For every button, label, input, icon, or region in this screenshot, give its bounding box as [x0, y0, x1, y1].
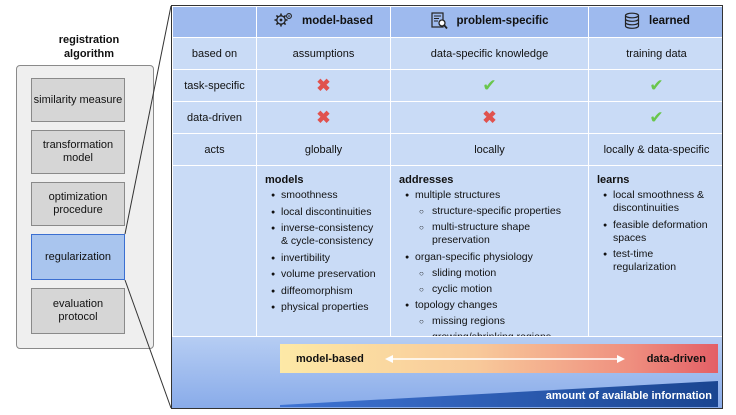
sub-list-item: cyclic motion — [419, 283, 580, 296]
information-wedge — [280, 381, 718, 407]
list-item-label: topology changes — [415, 299, 498, 311]
regularization-box: regularization — [31, 234, 125, 280]
header-corner — [172, 6, 257, 38]
sub-list-item: sliding motion — [419, 267, 580, 280]
row-label: task-specific — [172, 69, 257, 102]
comparison-table-frame: model-based problem-specific — [171, 5, 723, 409]
list-item: smoothness — [271, 189, 382, 202]
row-task-specific: task-specific ✖ ✔ ✔ — [172, 69, 722, 102]
header-problem-specific: problem-specific — [390, 6, 589, 38]
list-item-label: organ-specific physiology — [415, 250, 533, 263]
cross-icon: ✖ — [482, 108, 497, 127]
cell-text: data-specific knowledge — [390, 37, 589, 70]
row-label: data-driven — [172, 101, 257, 134]
sub-list-item: missing regions — [419, 315, 580, 328]
header-learned: learned — [588, 6, 722, 38]
header-problem-specific-label: problem-specific — [456, 14, 549, 27]
cell-text: training data — [588, 37, 722, 70]
similarity-measure-box: similarity measure — [31, 78, 125, 122]
list-item: physical properties — [271, 301, 382, 314]
transformation-model-box: transformation model — [31, 130, 125, 174]
list-item: diffeomorphism — [271, 285, 382, 298]
cell-text: globally — [256, 133, 391, 166]
database-icon — [624, 12, 640, 29]
cell-text: assumptions — [256, 37, 391, 70]
details-heading: models — [265, 174, 304, 186]
spectrum-left-label: model-based — [296, 352, 364, 365]
cross-icon: ✖ — [316, 76, 331, 95]
details-list: multiple structures structure-specific p… — [399, 189, 580, 344]
list-item: local smoothness & discontinuities — [603, 189, 716, 215]
header-model-based: model-based — [256, 6, 391, 38]
details-learned: learns local smoothness & discontinuitie… — [588, 165, 722, 349]
sub-list: sliding motion cyclic motion — [415, 267, 580, 296]
details-model-based: models smoothness local discontinuities … — [256, 165, 391, 349]
cell-mark: ✖ — [256, 101, 391, 134]
row-details: models smoothness local discontinuities … — [172, 165, 722, 349]
check-icon: ✔ — [482, 76, 497, 95]
cell-mark: ✖ — [256, 69, 391, 102]
list-item: volume preservation — [271, 268, 382, 281]
cell-mark: ✖ — [390, 101, 589, 134]
evaluation-protocol-box: evaluation protocol — [31, 288, 125, 334]
double-arrow-icon — [385, 354, 626, 363]
header-learned-label: learned — [649, 14, 690, 27]
cell-mark: ✔ — [588, 69, 722, 102]
cell-mark: ✔ — [390, 69, 589, 102]
cross-icon: ✖ — [316, 108, 331, 127]
registration-algorithm-title: registration algorithm — [58, 34, 120, 60]
optimization-procedure-box: optimization procedure — [31, 182, 125, 226]
sub-list: structure-specific properties multi-stru… — [415, 205, 580, 247]
details-list: local smoothness & discontinuities feasi… — [597, 189, 716, 274]
list-item-label: multiple structures — [415, 189, 501, 201]
details-list: smoothness local discontinuities inverse… — [265, 189, 382, 314]
row-based-on: based on assumptions data-specific knowl… — [172, 37, 722, 70]
list-item: multiple structures structure-specific p… — [405, 189, 580, 247]
header-row: model-based problem-specific — [172, 6, 722, 38]
details-heading: learns — [597, 174, 630, 186]
list-item: test-time regularization — [603, 248, 716, 274]
row-label: based on — [172, 37, 257, 70]
comparison-table: model-based problem-specific — [172, 6, 722, 349]
document-search-icon — [431, 11, 449, 29]
gears-icon — [274, 12, 292, 26]
check-icon: ✔ — [649, 76, 664, 95]
spectrum-panel: model-based data-driven amount of availa… — [172, 336, 722, 408]
list-item: local discontinuities — [271, 206, 382, 219]
list-item: invertibility — [271, 252, 382, 265]
details-heading: addresses — [399, 174, 454, 186]
sub-list-item: multi-structure shape preservation — [419, 221, 580, 247]
list-item: inverse-consistency & cycle-consistency — [271, 222, 382, 248]
row-label: acts — [172, 133, 257, 166]
check-icon: ✔ — [649, 108, 664, 127]
list-item: organ-specific physiology sliding motion… — [405, 251, 580, 296]
details-problem-specific: addresses multiple structures structure-… — [390, 165, 589, 349]
details-corner — [172, 165, 257, 349]
row-data-driven: data-driven ✖ ✖ ✔ — [172, 101, 722, 134]
information-label: amount of available information — [545, 390, 712, 402]
header-model-based-label: model-based — [302, 14, 373, 27]
row-acts: acts globally locally locally & data-spe… — [172, 133, 722, 166]
cell-mark: ✔ — [588, 101, 722, 134]
model-data-spectrum-bar: model-based data-driven — [280, 344, 718, 373]
cell-text: locally & data-specific — [588, 133, 722, 166]
list-item: feasible deformation spaces — [603, 219, 716, 245]
cell-text: locally — [390, 133, 589, 166]
spectrum-right-label: data-driven — [646, 352, 706, 365]
sub-list-item: structure-specific properties — [419, 205, 580, 218]
